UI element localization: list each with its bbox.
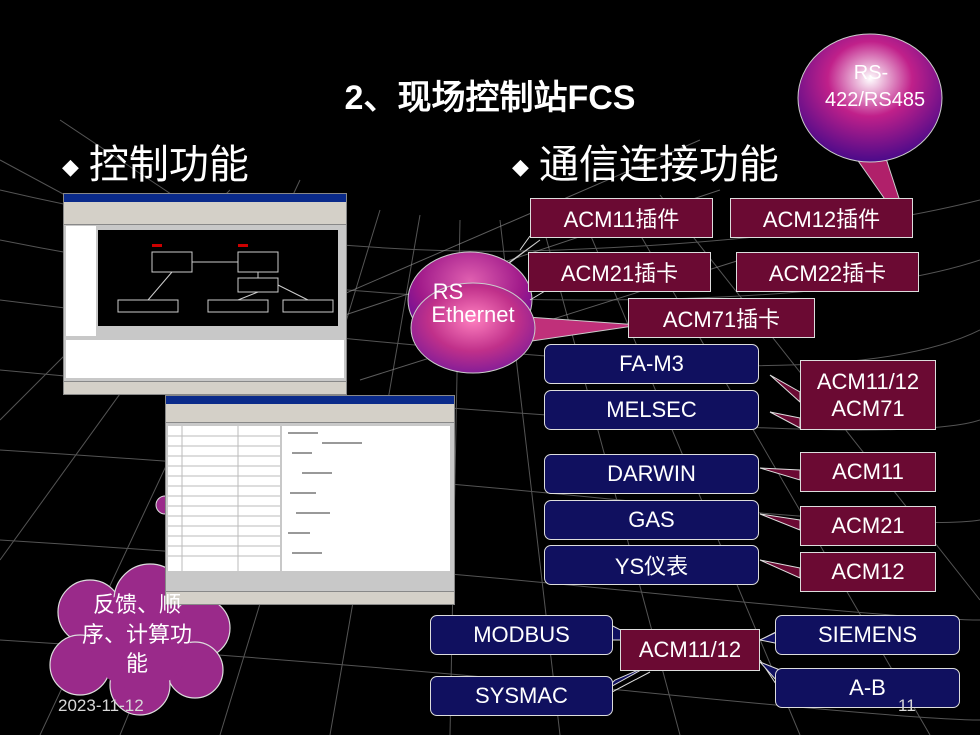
feedback-cloud-text: 反馈、顺序、计算功能 [81,592,192,677]
acm11-plugin-box: ACM11插件 [530,198,713,238]
left-bullet-text: 控制功能 [88,142,249,188]
rs485-bubble [797,33,943,163]
screenshot-canvas [98,230,338,326]
protocol-melsec: MELSEC [544,390,759,430]
screenshot-titlebar [166,396,454,404]
slide-title: 2、现场控制站FCS [344,79,636,117]
acm12-plugin-box: ACM12插件 [730,198,913,238]
protocol-gas: GAS [544,500,759,540]
screenshot-toolbar [64,202,346,225]
ethernet-bubble-text: Ethernet [431,302,515,327]
protocol-fa-m3: FA-M3 [544,344,759,384]
protocol-ys: YS仪表 [544,545,759,585]
screenshot-message-pane [66,340,344,378]
screenshot-taskbar [64,381,346,394]
diamond-bullet-icon: ◆ [512,154,529,180]
acm22-card-box: ACM22插卡 [736,252,919,292]
protocol-darwin: DARWIN [544,454,759,494]
screenshot-sequence-grid [282,426,450,571]
acm71-card-box: ACM71插卡 [628,298,815,338]
rs-partial-bubble-text: RS [432,279,464,304]
module-acm11: ACM11 [800,452,936,492]
protocol-sysmac: SYSMAC [430,676,613,716]
screenshot-toolbar [166,404,454,423]
slide-page-number: 11 [898,696,916,715]
right-bullet: ◆ 通信连接功能 [512,132,779,190]
rs485-bubble-text: RS-422/RS485 [825,62,926,111]
screenshot-tree [66,226,96,336]
left-bullet: ◆ 控制功能 [62,132,249,190]
module-acm21: ACM21 [800,506,936,546]
screenshot-table [168,426,280,571]
diamond-bullet-icon: ◆ [62,154,79,180]
block-diagram [117,244,334,313]
control-drawing-screenshot [63,193,347,395]
feedback-cloud [49,563,231,716]
protocol-siemens: SIEMENS [775,615,960,655]
module-acm1112-bottom: ACM11/12 [620,629,760,671]
protocol-modbus: MODBUS [430,615,613,655]
module-acm1112-acm71: ACM11/12 ACM71 [800,360,936,430]
protocol-ab: A-B [775,668,960,708]
acm21-card-box: ACM21插卡 [528,252,711,292]
slide-date: 2023-11-12 [58,696,144,715]
function-block-screenshot [165,395,455,605]
ethernet-bubble [410,282,536,374]
screenshot-titlebar [64,194,346,202]
right-bullet-text: 通信连接功能 [538,142,779,188]
screenshot-taskbar [166,591,454,604]
module-acm12: ACM12 [800,552,936,592]
